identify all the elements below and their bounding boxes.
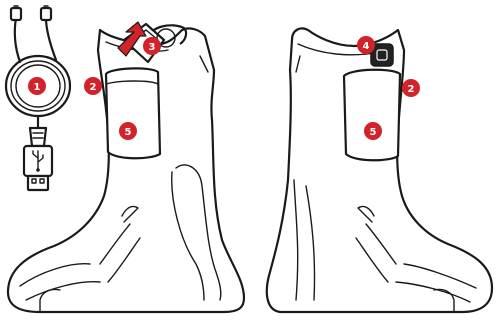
badge-2-left: 2	[84, 77, 102, 95]
badge-3: 3	[143, 37, 161, 55]
heater-pocket-right	[342, 68, 402, 162]
badge-2-left-label: 2	[90, 82, 97, 93]
badge-4: 4	[357, 36, 375, 54]
badge-5-right: 5	[364, 122, 382, 140]
boot-liner-left	[6, 24, 246, 314]
heater-pocket-left	[104, 67, 162, 160]
badge-5-left: 5	[119, 122, 137, 140]
badge-2-right-label: 2	[408, 84, 415, 95]
badge-1: 1	[28, 77, 46, 95]
charging-cable	[4, 5, 72, 192]
badge-5-right-label: 5	[370, 127, 377, 138]
plug-left	[9, 6, 23, 22]
boot-liner-right	[265, 27, 494, 314]
plug-right	[39, 6, 53, 22]
badge-1-label: 1	[34, 82, 41, 93]
badge-5-left-label: 5	[125, 127, 132, 138]
badge-2-right: 2	[402, 79, 420, 97]
usb-icon	[32, 150, 44, 172]
power-button-icon[interactable]	[370, 43, 394, 67]
badge-4-label: 4	[363, 41, 370, 52]
insert-arrow-icon	[117, 21, 147, 57]
badge-3-label: 3	[149, 42, 156, 53]
